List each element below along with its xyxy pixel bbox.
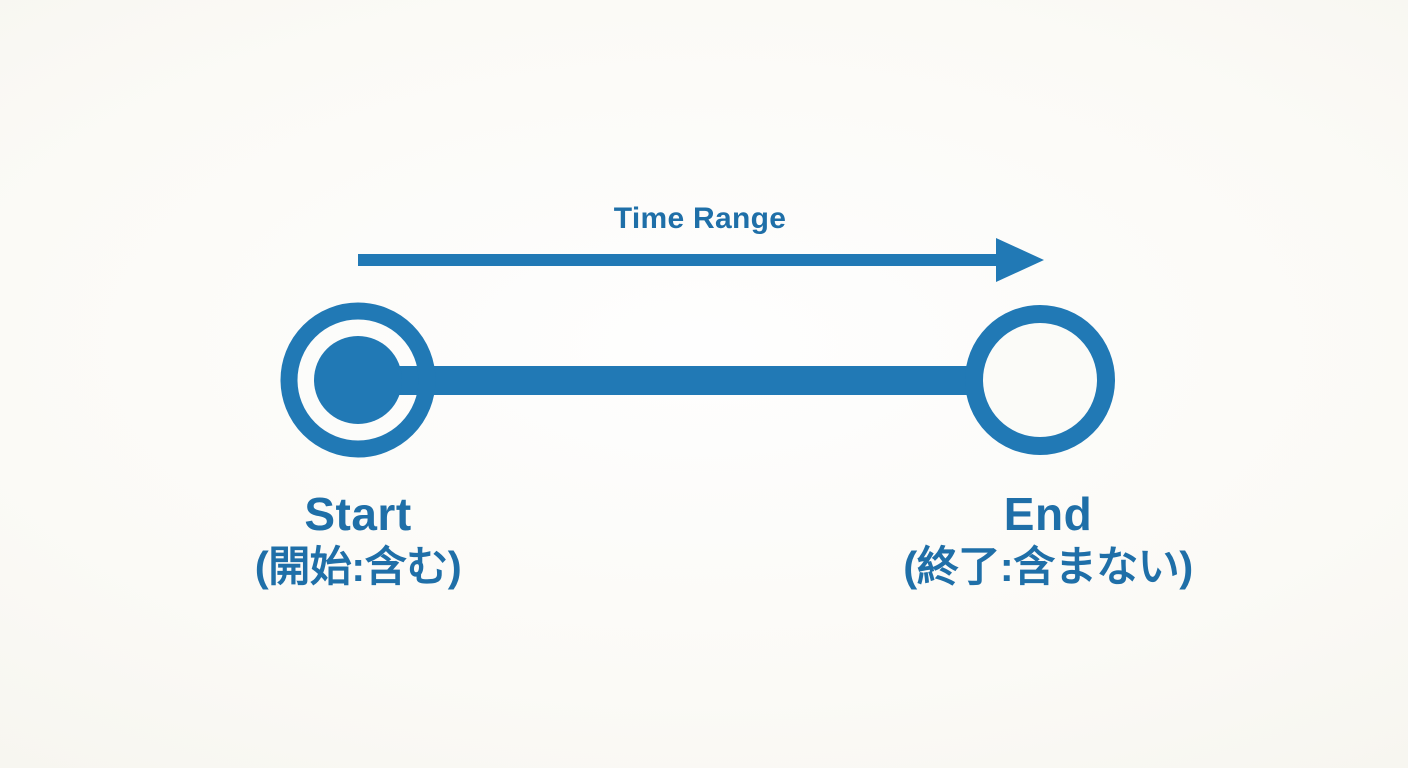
arrow-head-icon <box>996 238 1044 282</box>
connector-bar-icon <box>360 366 1040 395</box>
start-title: Start <box>304 488 412 540</box>
end-subtitle: (終了:含まない) <box>903 543 1193 590</box>
end-title: End <box>1003 488 1093 540</box>
filled-circle-icon <box>280 302 436 458</box>
arrow-shaft-icon <box>358 254 1000 266</box>
time-range-arrow <box>358 238 1044 282</box>
time-range-label: Time Range <box>613 202 787 235</box>
filled-circle-core-icon <box>314 336 402 424</box>
start-marker[interactable] <box>280 302 436 458</box>
end-marker[interactable] <box>965 305 1115 455</box>
hollow-circle-icon <box>965 305 1115 455</box>
start-subtitle: (開始:含む) <box>254 543 462 590</box>
